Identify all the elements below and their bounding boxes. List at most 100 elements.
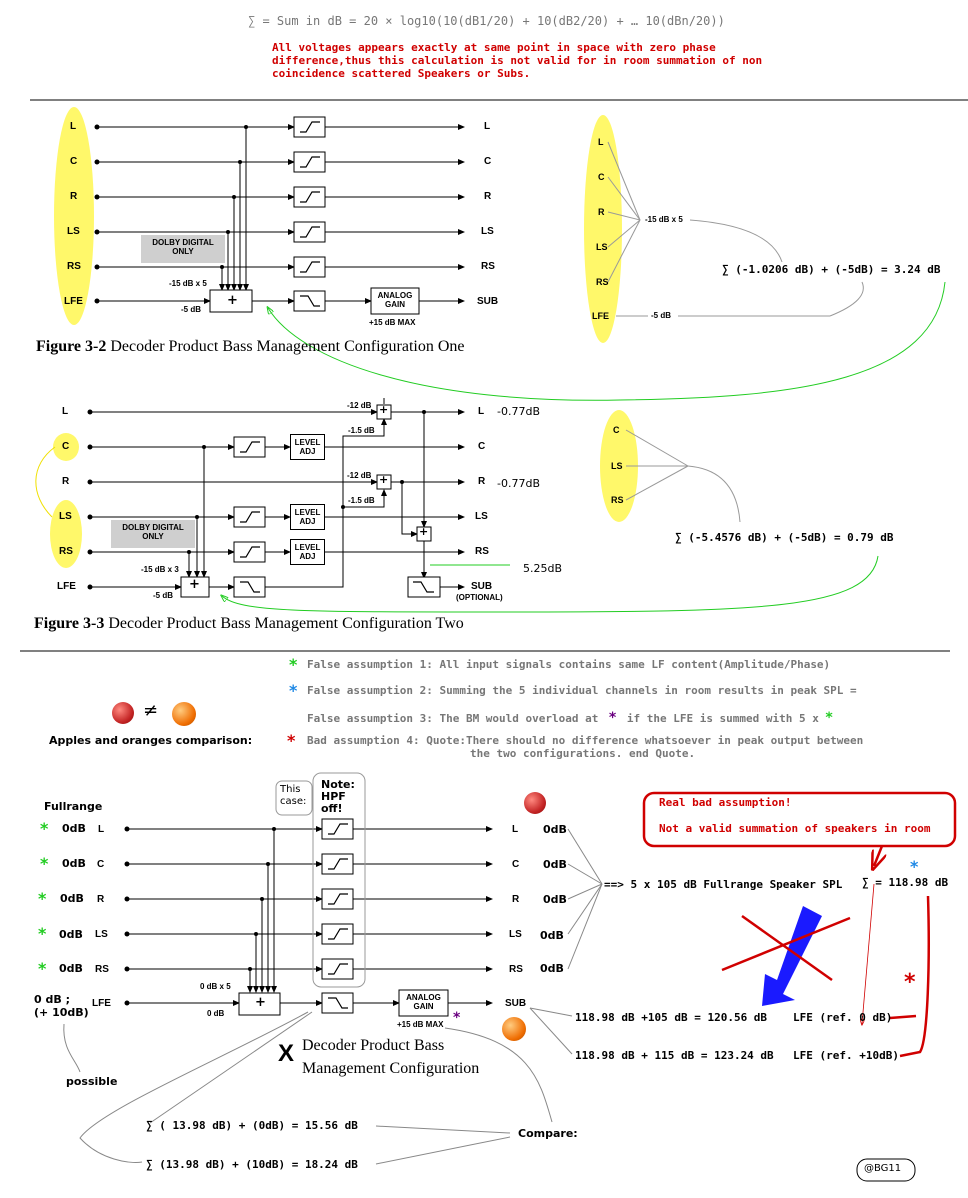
- fig1-output-ls: LS: [481, 226, 494, 237]
- eq-lfe-10db: 118.98 dB + 115 dB = 123.24 dB: [575, 1049, 774, 1062]
- fig2-gain-12-l: -12 dB: [347, 401, 372, 410]
- fig3-input-c: C: [97, 859, 105, 870]
- fig1-input-rs: RS: [67, 261, 81, 272]
- fig3-input-lfe: LFE: [92, 998, 111, 1009]
- real-bad-assumption: Real bad assumption!: [659, 796, 792, 809]
- fig2-caption: Figure 3-3 Decoder Product Bass Manageme…: [34, 615, 464, 632]
- fig3-input-l: L: [98, 824, 105, 835]
- fig2-input-l: L: [62, 406, 69, 417]
- possible-label: possible: [66, 1075, 118, 1088]
- fig2-gain-15-r: -1.5 dB: [348, 496, 375, 505]
- fig1-side-lfe-gain: -5 dB: [651, 311, 671, 320]
- fig3-output-l: L: [512, 824, 519, 835]
- fig2-center-oval: [53, 433, 79, 461]
- apple-icon-fig3: [524, 792, 546, 814]
- fig1-summer-plus: +: [227, 293, 238, 308]
- bad-assumption-4: Bad assumption 4: Quote:There should no …: [307, 734, 864, 760]
- fig2-out-rs-level: 5.25dB: [523, 562, 563, 575]
- phase-warning: All voltages appears exactly at same poi…: [272, 41, 763, 80]
- star-red-1: *: [287, 731, 296, 750]
- fig1-max-gain: +15 dB MAX: [369, 318, 416, 327]
- fig3-gain-0x5: 0 dB x 5: [200, 982, 231, 991]
- fig3-star-c: *: [40, 854, 49, 873]
- fig2-summer-plus: +: [189, 577, 200, 592]
- fig2-out-r-level: -0.77dB: [497, 477, 540, 490]
- fig3-output-rs: RS: [509, 964, 523, 975]
- fig3-star-purple: *: [453, 1010, 461, 1026]
- star-blue-1: *: [289, 681, 298, 700]
- eq-lfe-0db: 118.98 dB +105 dB = 120.56 dB: [575, 1011, 768, 1024]
- fig3-input-r: R: [97, 894, 105, 905]
- fig3-in-level-ls: 0dB: [59, 928, 83, 941]
- fig2-output-ls: LS: [475, 511, 488, 522]
- fig3-output-r: R: [512, 894, 520, 905]
- fig1-gain-5: -5 dB: [181, 305, 201, 314]
- fig2-sum-result: ∑ (-5.4576 dB) + (-5dB) = 0.79 dB: [675, 531, 894, 544]
- fig1-side-lfe: LFE: [592, 311, 609, 321]
- fig3-star-ls: *: [38, 924, 47, 943]
- fig3-in-level-c: 0dB: [62, 857, 86, 870]
- sum-formula: ∑ = Sum in dB = 20 × log10(10(dB1/20) + …: [248, 14, 725, 28]
- fig1-input-oval: [54, 107, 94, 325]
- fig1-input-l: L: [70, 121, 77, 132]
- fig1-side-oval: [584, 115, 622, 343]
- fig3-lfe-level: 0 dB ;(+ 10dB): [34, 993, 89, 1019]
- apples-oranges-label: Apples and oranges comparison:: [49, 734, 253, 747]
- fig3-out-level-rs: 0dB: [540, 962, 564, 975]
- fig1-side-ls: LS: [596, 242, 608, 252]
- fig1-sum-result: ∑ (-1.0206 dB) + (-5dB) = 3.24 dB: [722, 263, 941, 276]
- apple-icon: [112, 702, 134, 724]
- fig3-star-l: *: [40, 819, 49, 838]
- fig3-star-rs: *: [38, 959, 47, 978]
- fig1-output-rs: RS: [481, 261, 495, 272]
- fig3-out-level-r: 0dB: [543, 893, 567, 906]
- fullrange-spl: ==> 5 x 105 dB Fullrange Speaker SPL: [604, 878, 843, 891]
- fig1-gain-15x5: -15 dB x 5: [169, 279, 207, 288]
- fig3-out-level-c: 0dB: [543, 858, 567, 871]
- fig2-adder-sub: +: [419, 525, 429, 538]
- fig2-output-sub: SUB: [471, 581, 493, 592]
- fig3-in-level-r: 0dB: [60, 892, 84, 905]
- sum-spl: ∑ = 118.98 dB: [862, 876, 949, 889]
- fig2-gain-15-l: -1.5 dB: [348, 426, 375, 435]
- fig3-out-level-ls: 0dB: [540, 929, 564, 942]
- eq-lfe-10db-ref: LFE (ref. +10dB): [793, 1049, 899, 1062]
- fig2-output-r: R: [478, 476, 486, 487]
- fig2-sub-optional: (OPTIONAL): [456, 593, 503, 602]
- fig2-gain-5: -5 dB: [153, 591, 173, 600]
- fig1-input-ls: LS: [67, 226, 80, 237]
- false-assumption-3: False assumption 3: The BM would overloa…: [307, 710, 834, 726]
- fig2-adder-l: +: [379, 403, 389, 416]
- fig2-input-r: R: [62, 476, 70, 487]
- fig2-gain-15x3: -15 dB x 3: [141, 565, 179, 574]
- fig3-output-ls: LS: [509, 929, 522, 940]
- fullrange-label: Fullrange: [44, 800, 103, 813]
- fig3-max-gain: +15 dB MAX: [397, 1020, 444, 1029]
- fig1-caption: Figure 3-2 Decoder Product Bass Manageme…: [36, 338, 465, 355]
- fig3-in-level-rs: 0dB: [59, 962, 83, 975]
- star-red-2: *: [904, 970, 916, 995]
- orange-icon-fig3: [502, 1017, 526, 1041]
- false-assumption-1: False assumption 1: All input signals co…: [307, 658, 831, 671]
- fig3-summer-plus: +: [255, 995, 266, 1010]
- fig1-side-rs: RS: [596, 277, 609, 287]
- fig1-output-sub: SUB: [477, 296, 499, 307]
- star-blue-2: *: [910, 857, 919, 876]
- fig2-adder-r: +: [379, 473, 389, 486]
- fig2-out-l-level: -0.77dB: [497, 405, 540, 418]
- fig2-output-l: L: [478, 406, 485, 417]
- credit-badge: @BG11: [864, 1163, 902, 1174]
- fig3-input-ls: LS: [95, 929, 108, 940]
- star-green-1: *: [289, 655, 298, 674]
- fig1-output-r: R: [484, 191, 492, 202]
- fig2-output-rs: RS: [475, 546, 489, 557]
- fig1-input-r: R: [70, 191, 78, 202]
